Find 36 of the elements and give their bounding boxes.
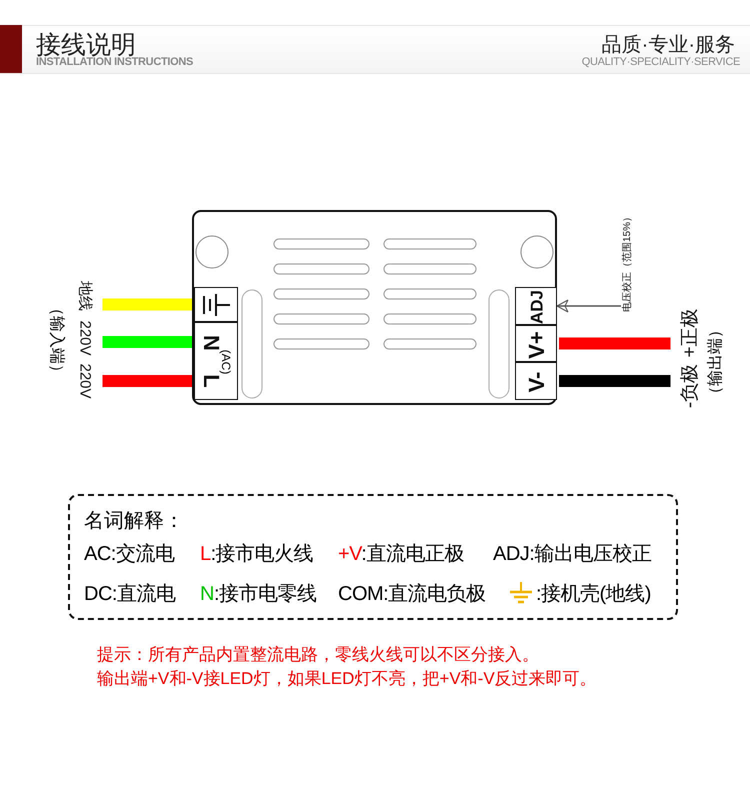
legend-entry: AC:交流电: [84, 542, 174, 567]
wire: [559, 338, 670, 350]
arrow: [556, 300, 621, 312]
legend-entry: L:接市电火线: [200, 542, 314, 567]
legend-entry: +V:直流电正极: [338, 542, 464, 567]
legend-entry: N:接市电零线: [200, 582, 317, 607]
adjust-note: 电压校正（范围15%）: [623, 212, 633, 312]
wire-label: +正极: [680, 308, 700, 358]
terminal-label: ADJ: [528, 290, 546, 324]
legend-entry: ADJ:输出电压校正: [493, 542, 652, 567]
input-side-label: （输入端）: [48, 300, 64, 380]
wire-label: 地线: [78, 281, 92, 311]
note-text: 输出端+V和-V接LED灯，如果LED灯不亮，把+V和-V反过来即可。: [97, 668, 597, 690]
legend-entry: COM:直流电负极: [338, 582, 486, 607]
wire: [102, 336, 194, 348]
wire-label: -负极: [680, 364, 700, 408]
note-text: 提示：所有产品内置整流电路，零线火线可以不区分接入。: [97, 644, 539, 666]
legend-heading: 名词解释：: [84, 509, 184, 534]
terminal-note: (AC): [220, 350, 232, 374]
ground-terminal: [194, 287, 238, 322]
legend-entry: DC:直流电: [84, 582, 176, 607]
slogan-subtitle: QUALITY·SPECIALITY·SERVICE: [582, 56, 740, 68]
terminal-label: N: [200, 335, 222, 351]
slogan: 品质·专业·服务: [602, 33, 735, 57]
wire: [102, 298, 194, 310]
page-title: 接线说明: [36, 30, 136, 59]
wire: [102, 375, 194, 387]
output-side-label: （输出端）: [708, 322, 724, 402]
wire-label: 220V: [78, 363, 92, 399]
terminal-label: V+: [526, 330, 548, 358]
legend-entry: :接机壳(地线): [536, 582, 651, 607]
terminal-label: L: [200, 374, 222, 388]
wire: [559, 375, 670, 387]
wire-label: 220V: [78, 320, 92, 356]
terminal-label: V-: [526, 372, 548, 392]
page-subtitle: INSTALLATION INSTRUCTIONS: [36, 56, 194, 68]
